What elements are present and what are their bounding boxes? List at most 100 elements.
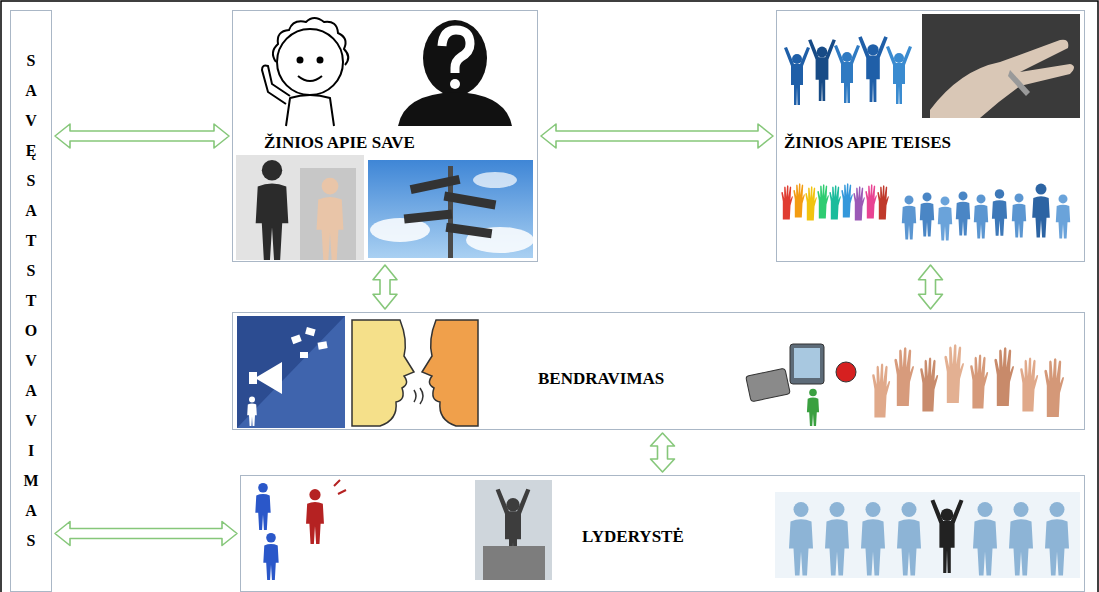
illustration-part bbox=[483, 546, 545, 580]
illustration-part bbox=[306, 489, 324, 544]
illustration-part bbox=[973, 502, 997, 576]
illustration-part bbox=[348, 316, 480, 428]
illustration-part bbox=[897, 502, 921, 576]
illustration-part bbox=[352, 320, 414, 426]
illustration-part bbox=[334, 480, 346, 494]
illustration-part bbox=[853, 186, 864, 220]
illustration-part bbox=[1032, 184, 1050, 238]
illustration-part bbox=[784, 47, 810, 105]
illustration-part bbox=[450, 79, 460, 89]
illustration-part bbox=[790, 344, 824, 384]
illustration-part bbox=[938, 196, 952, 240]
illustration-part bbox=[286, 95, 334, 126]
double-arrow bbox=[373, 265, 397, 309]
illustration-part bbox=[956, 191, 970, 235]
illustration-part bbox=[922, 14, 1080, 118]
illustration-part bbox=[836, 362, 856, 382]
illustration-part bbox=[410, 175, 461, 194]
illustration-part bbox=[378, 14, 533, 126]
smiling-face bbox=[262, 18, 348, 126]
double-arrow bbox=[541, 124, 773, 148]
double-arrow bbox=[55, 522, 237, 546]
illustration-part bbox=[291, 335, 302, 345]
illustration-part bbox=[872, 364, 890, 418]
illustration-part bbox=[920, 192, 934, 236]
illustration-part bbox=[865, 184, 876, 218]
illustration-part bbox=[994, 347, 1014, 406]
illustration-part bbox=[300, 168, 356, 260]
illustration-part bbox=[414, 388, 423, 404]
blue-crowd bbox=[902, 184, 1070, 241]
illustration-part bbox=[298, 76, 322, 81]
illustration-part bbox=[1020, 358, 1038, 412]
illustration-part bbox=[318, 58, 323, 63]
illustration-part bbox=[444, 192, 497, 210]
illustration-part bbox=[298, 58, 303, 63]
illustration-part bbox=[423, 20, 487, 96]
raised-hands bbox=[872, 344, 1064, 417]
double-arrow bbox=[919, 265, 943, 309]
illustration-part bbox=[404, 210, 453, 224]
illustration-part bbox=[237, 316, 345, 428]
illustration-part bbox=[886, 46, 912, 104]
illustration-part bbox=[305, 327, 316, 336]
illustration-part bbox=[781, 185, 792, 219]
double-arrow bbox=[651, 433, 675, 472]
illustration-part bbox=[317, 178, 344, 260]
illustration-part bbox=[841, 183, 852, 217]
topic-band: LYDERYSTĖ bbox=[240, 475, 1085, 592]
coloured-hands bbox=[781, 183, 888, 220]
illustration-part bbox=[1008, 70, 1030, 96]
topic-title: BENDRAVIMAS bbox=[535, 368, 667, 390]
illustration-part bbox=[808, 39, 836, 101]
illustration-part bbox=[262, 66, 290, 105]
question-silhouette bbox=[378, 14, 533, 126]
podium-speaker bbox=[475, 480, 552, 580]
illustration-part bbox=[1045, 502, 1069, 576]
illustration-part bbox=[858, 36, 887, 102]
illustration-part bbox=[944, 344, 964, 403]
illustration-part bbox=[1056, 194, 1070, 238]
hand-with-keys bbox=[922, 14, 1080, 118]
illustration-part bbox=[817, 184, 828, 218]
illustration-part bbox=[992, 189, 1007, 236]
illustration-part bbox=[473, 172, 517, 188]
illustration-part bbox=[974, 194, 988, 238]
illustration-part bbox=[263, 533, 278, 580]
team-row bbox=[775, 492, 1080, 578]
illustration-part bbox=[793, 183, 804, 217]
illustration-part bbox=[834, 45, 860, 103]
illustration-part bbox=[902, 195, 916, 239]
illustration-part bbox=[931, 500, 964, 573]
illustration-part bbox=[249, 372, 257, 384]
vertical-title: SAVĘS ATSTOVAVIMAS bbox=[23, 46, 39, 556]
illustration-part bbox=[446, 223, 493, 238]
illustration-part bbox=[1044, 358, 1064, 417]
illustration-part bbox=[746, 368, 791, 402]
illustration-part bbox=[825, 502, 849, 576]
illustration-part bbox=[894, 347, 914, 406]
illustration-part bbox=[794, 348, 820, 378]
topic-title: ŽINIOS APIE TEISES bbox=[781, 132, 954, 154]
illustration-part bbox=[877, 185, 888, 219]
illustration-part bbox=[277, 29, 343, 95]
illustration-part bbox=[247, 397, 257, 426]
illustration-part bbox=[368, 160, 533, 258]
illustration-part bbox=[861, 502, 885, 576]
signpost-sky bbox=[368, 160, 534, 258]
illustration-part bbox=[1012, 193, 1026, 237]
illustration-part bbox=[273, 18, 348, 65]
illustration-part bbox=[236, 155, 364, 260]
topic-box: ŽINIOS APIE TEISES bbox=[776, 10, 1085, 262]
illustration-part bbox=[789, 502, 813, 576]
illustration-part bbox=[237, 316, 345, 428]
topic-box: ŽINIOS APIE SAVE bbox=[232, 10, 538, 262]
illustration-part bbox=[255, 362, 282, 394]
talking-faces bbox=[348, 316, 480, 428]
illustration-part bbox=[398, 92, 512, 126]
illustration-part bbox=[318, 341, 328, 349]
illustration-part bbox=[807, 389, 819, 426]
leader-figures bbox=[255, 480, 346, 580]
